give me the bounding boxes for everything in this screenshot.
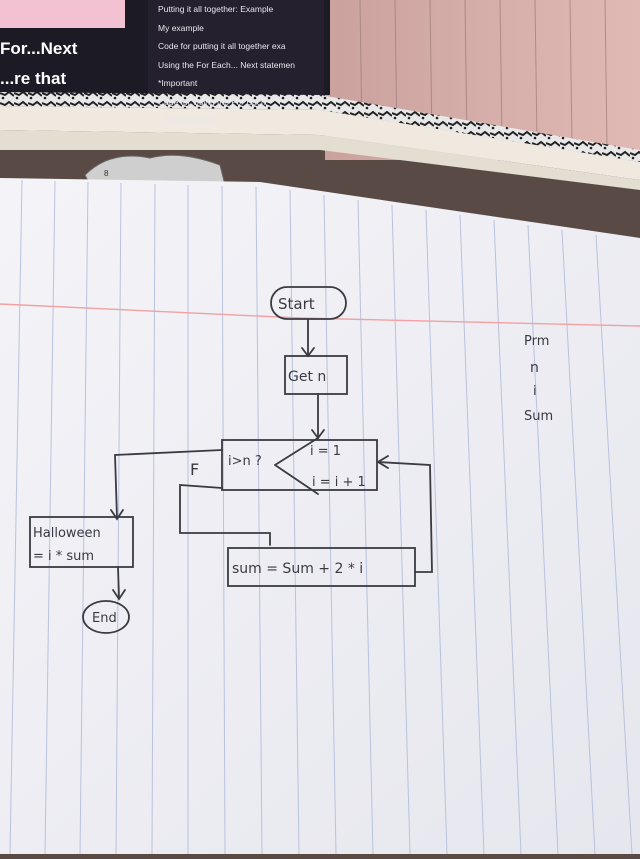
start-label: Start — [278, 295, 315, 313]
paper — [0, 178, 640, 854]
laptop-menu: Putting it all together: Example My exam… — [158, 0, 328, 130]
menu-item[interactable]: ...Searching thr — [158, 115, 216, 125]
menu-item[interactable]: Code for putting it all together exa — [158, 41, 286, 51]
variable-prm: Prm — [524, 334, 549, 349]
menu-item[interactable]: My example — [158, 22, 204, 33]
start-terminal — [270, 286, 347, 320]
output-line-1: Halloween — [33, 526, 101, 541]
end-label: End — [92, 611, 117, 626]
menu-item[interactable]: Putting it all together: Example — [158, 4, 274, 14]
end-terminal — [82, 600, 130, 634]
menu-item[interactable]: Code for Using the For Each — [158, 96, 266, 107]
loop-box — [221, 439, 378, 491]
loop-back-path — [377, 461, 433, 573]
output-box — [29, 516, 134, 568]
page-stack-lower — [0, 130, 640, 190]
wall-lines — [359, 0, 608, 149]
menu-item[interactable]: *Important — [158, 78, 198, 88]
laptop-heading-line-1: For...Next — [0, 39, 78, 58]
condition-label: i>n ? — [228, 454, 262, 469]
laptop-heading: For...Next ...re that — [0, 34, 130, 94]
rule-lines — [9, 179, 633, 855]
sticker-text: 8 — [104, 169, 109, 178]
true-path — [179, 484, 271, 546]
output-line-2: = i * sum — [33, 549, 94, 564]
increment-label: i = i + 1 — [312, 475, 366, 490]
notebook-cover-edge — [0, 92, 640, 162]
get-n-box — [284, 355, 348, 395]
update-box — [227, 547, 416, 587]
get-n-label: Get n — [288, 369, 326, 385]
sticker — [84, 154, 226, 186]
variable-i: i — [533, 384, 537, 399]
update-label: sum = Sum + 2 * i — [232, 561, 363, 577]
loop-divider — [274, 437, 319, 495]
page-stack — [0, 106, 640, 180]
false-label: F — [190, 460, 199, 479]
variable-sum: Sum — [524, 409, 553, 424]
variable-n: n — [530, 360, 539, 376]
flowchart — [29, 286, 433, 634]
laptop-menu-panel — [148, 0, 324, 95]
margin-line — [0, 303, 640, 327]
false-path — [114, 449, 223, 519]
menu-item[interactable]: Using the For Each... Next statemen — [158, 59, 296, 70]
laptop-pink-panel — [0, 0, 125, 28]
laptop-heading-line-2: ...re that — [0, 69, 67, 88]
init-label: i = 1 — [310, 444, 341, 459]
